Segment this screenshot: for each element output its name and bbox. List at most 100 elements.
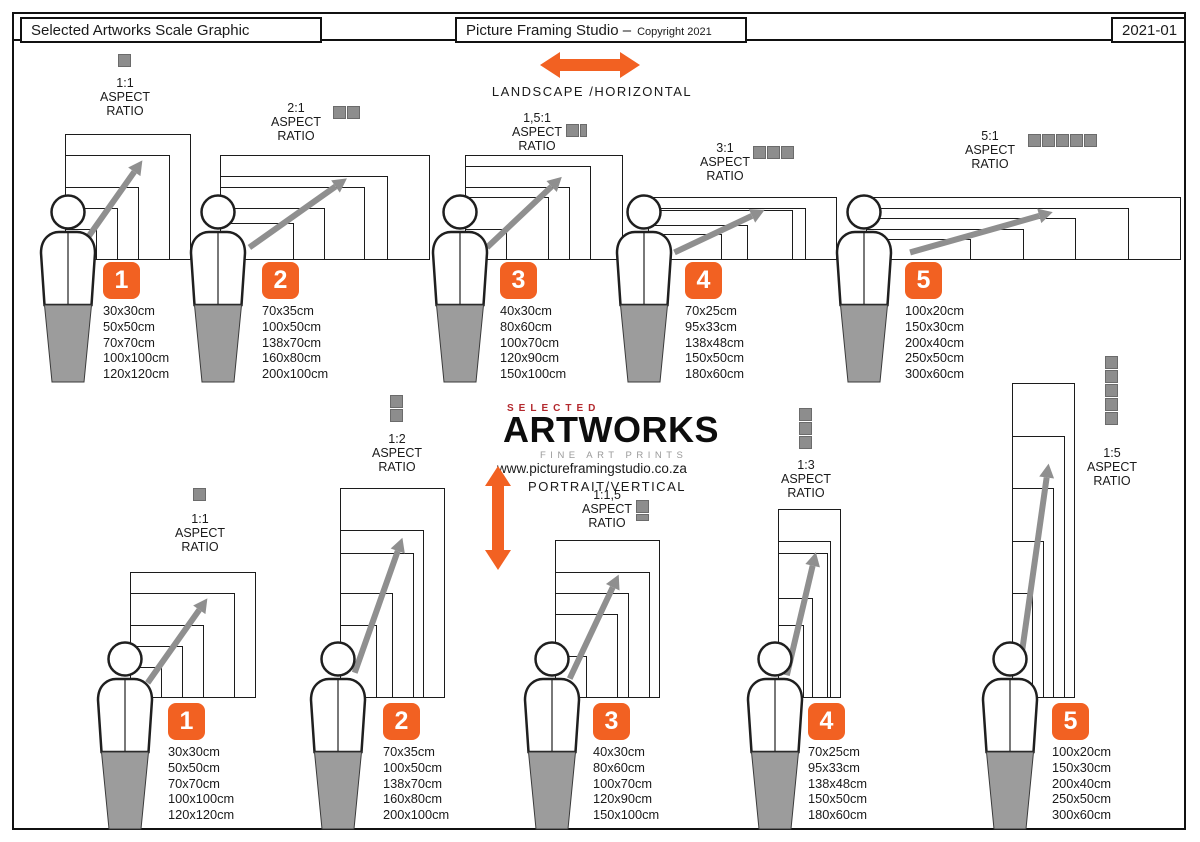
aspect-word: ASPECT [371, 446, 422, 460]
size-item: 200x100cm [383, 807, 450, 823]
scale-direction-arrow [80, 160, 143, 247]
size-item: 100x50cm [383, 759, 443, 775]
size-item: 300x60cm [905, 366, 965, 382]
aspect-ratio-label: 2:1 ASPECT RATIO [248, 101, 344, 143]
ratio-word: RATIO [1093, 474, 1131, 488]
portrait-orientation-label: PORTRAIT/VERTICAL [528, 479, 686, 494]
aspect-ratio-label: 1:5 ASPECT RATIO [1064, 446, 1160, 488]
scale-direction-arrow [1017, 463, 1055, 661]
ratio-icon-cell [1105, 384, 1118, 397]
ratio-icon-cell [753, 146, 766, 159]
size-item: 70x70cm [168, 775, 220, 791]
size-item: 180x60cm [808, 807, 868, 823]
aspect-ratio-icon [118, 54, 131, 67]
aspect-word: ASPECT [511, 125, 562, 139]
size-item: 200x100cm [262, 366, 329, 382]
studio-title-box: Picture Framing Studio – Copyright 2021 [455, 17, 747, 43]
ratio-icon-cell [636, 500, 649, 513]
ratio-icon-cell [118, 54, 131, 67]
group-number-badge: 3 [500, 262, 537, 299]
size-item: 80x60cm [500, 318, 552, 334]
aspect-ratio-icon [636, 500, 649, 521]
ratio-value: 2:1 [287, 101, 305, 115]
size-item: 160x80cm [262, 350, 322, 366]
size-item: 120x90cm [593, 791, 653, 807]
size-item: 70x35cm [262, 303, 314, 318]
ratio-word: RATIO [106, 104, 144, 118]
ratio-value: 5:1 [981, 129, 999, 143]
aspect-ratio-icon [333, 106, 360, 119]
brand-artworks-logo: ARTWORKS [503, 409, 719, 450]
ratio-word: RATIO [518, 139, 556, 153]
ratio-value: 1:1 [191, 512, 209, 526]
size-item: 138x70cm [383, 775, 443, 791]
ratio-word: RATIO [277, 129, 315, 143]
group-number-badge: 3 [593, 703, 630, 740]
group-number-badge: 4 [685, 262, 722, 299]
ratio-value: 1:1 [116, 76, 134, 90]
size-item: 250x50cm [905, 350, 965, 366]
ratio-word: RATIO [588, 516, 626, 530]
ratio-icon-cell [1042, 134, 1055, 147]
website-url: www.pictureframingstudio.co.za [497, 461, 687, 476]
ratio-icon-cell [799, 422, 812, 435]
group-number-badge: 5 [1052, 703, 1089, 740]
size-item: 120x120cm [168, 807, 235, 823]
person-figure [835, 194, 893, 383]
size-item: 40x30cm [500, 303, 552, 318]
aspect-ratio-label: 3:1 ASPECT RATIO [677, 141, 773, 183]
size-item: 160x80cm [383, 791, 443, 807]
aspect-word: ASPECT [581, 502, 632, 516]
group-number-badge: 1 [103, 262, 140, 299]
group-number-badge: 1 [168, 703, 205, 740]
aspect-ratio-icon [1028, 134, 1097, 147]
scale-direction-arrow [566, 574, 620, 680]
scale-direction-arrow [247, 178, 347, 250]
size-item: 250x50cm [1052, 791, 1112, 807]
doc-code: 2021-01 [1122, 22, 1178, 39]
ratio-icon-cell [566, 124, 579, 137]
ratio-icon-cell [781, 146, 794, 159]
size-item: 150x100cm [593, 807, 660, 823]
person-figure [746, 641, 804, 830]
ratio-icon-cell [1028, 134, 1041, 147]
size-item: 40x30cm [593, 744, 645, 759]
ratio-icon-cell [1105, 412, 1118, 425]
size-item: 100x50cm [262, 318, 322, 334]
ratio-icon-cell [1070, 134, 1083, 147]
person-figure [981, 641, 1039, 830]
ratio-icon-cell [193, 488, 206, 501]
ratio-word: RATIO [706, 169, 744, 183]
ratio-value: 1:2 [388, 432, 406, 446]
page-title: Selected Artworks Scale Graphic [31, 22, 250, 39]
ratio-icon-cell [390, 409, 403, 422]
ratio-value: 1,5:1 [523, 111, 551, 125]
page-title-box: Selected Artworks Scale Graphic [20, 17, 322, 43]
size-item: 100x20cm [905, 303, 965, 318]
aspect-word: ASPECT [174, 526, 225, 540]
nested-frames [340, 488, 445, 698]
size-item: 80x60cm [593, 759, 645, 775]
size-item: 100x100cm [168, 791, 235, 807]
scale-direction-arrow [145, 598, 208, 685]
brand-fine-art-prints-text: FINE ART PRINTS [540, 450, 688, 461]
aspect-ratio-label: 1:3 ASPECT RATIO [758, 458, 854, 500]
size-item: 138x70cm [262, 334, 322, 350]
size-item: 180x60cm [685, 366, 745, 382]
vertical-double-arrow-icon [485, 466, 511, 570]
size-item: 150x100cm [500, 366, 567, 382]
aspect-ratio-label: 1:1 ASPECT RATIO [152, 512, 248, 554]
aspect-word: ASPECT [699, 155, 750, 169]
size-item: 50x50cm [103, 318, 155, 334]
size-item: 100x70cm [500, 334, 560, 350]
size-item: 200x40cm [905, 334, 965, 350]
scale-direction-arrow [484, 176, 562, 250]
size-item: 30x30cm [103, 303, 155, 318]
nested-frames [866, 197, 1181, 260]
aspect-ratio-icon [799, 408, 812, 449]
